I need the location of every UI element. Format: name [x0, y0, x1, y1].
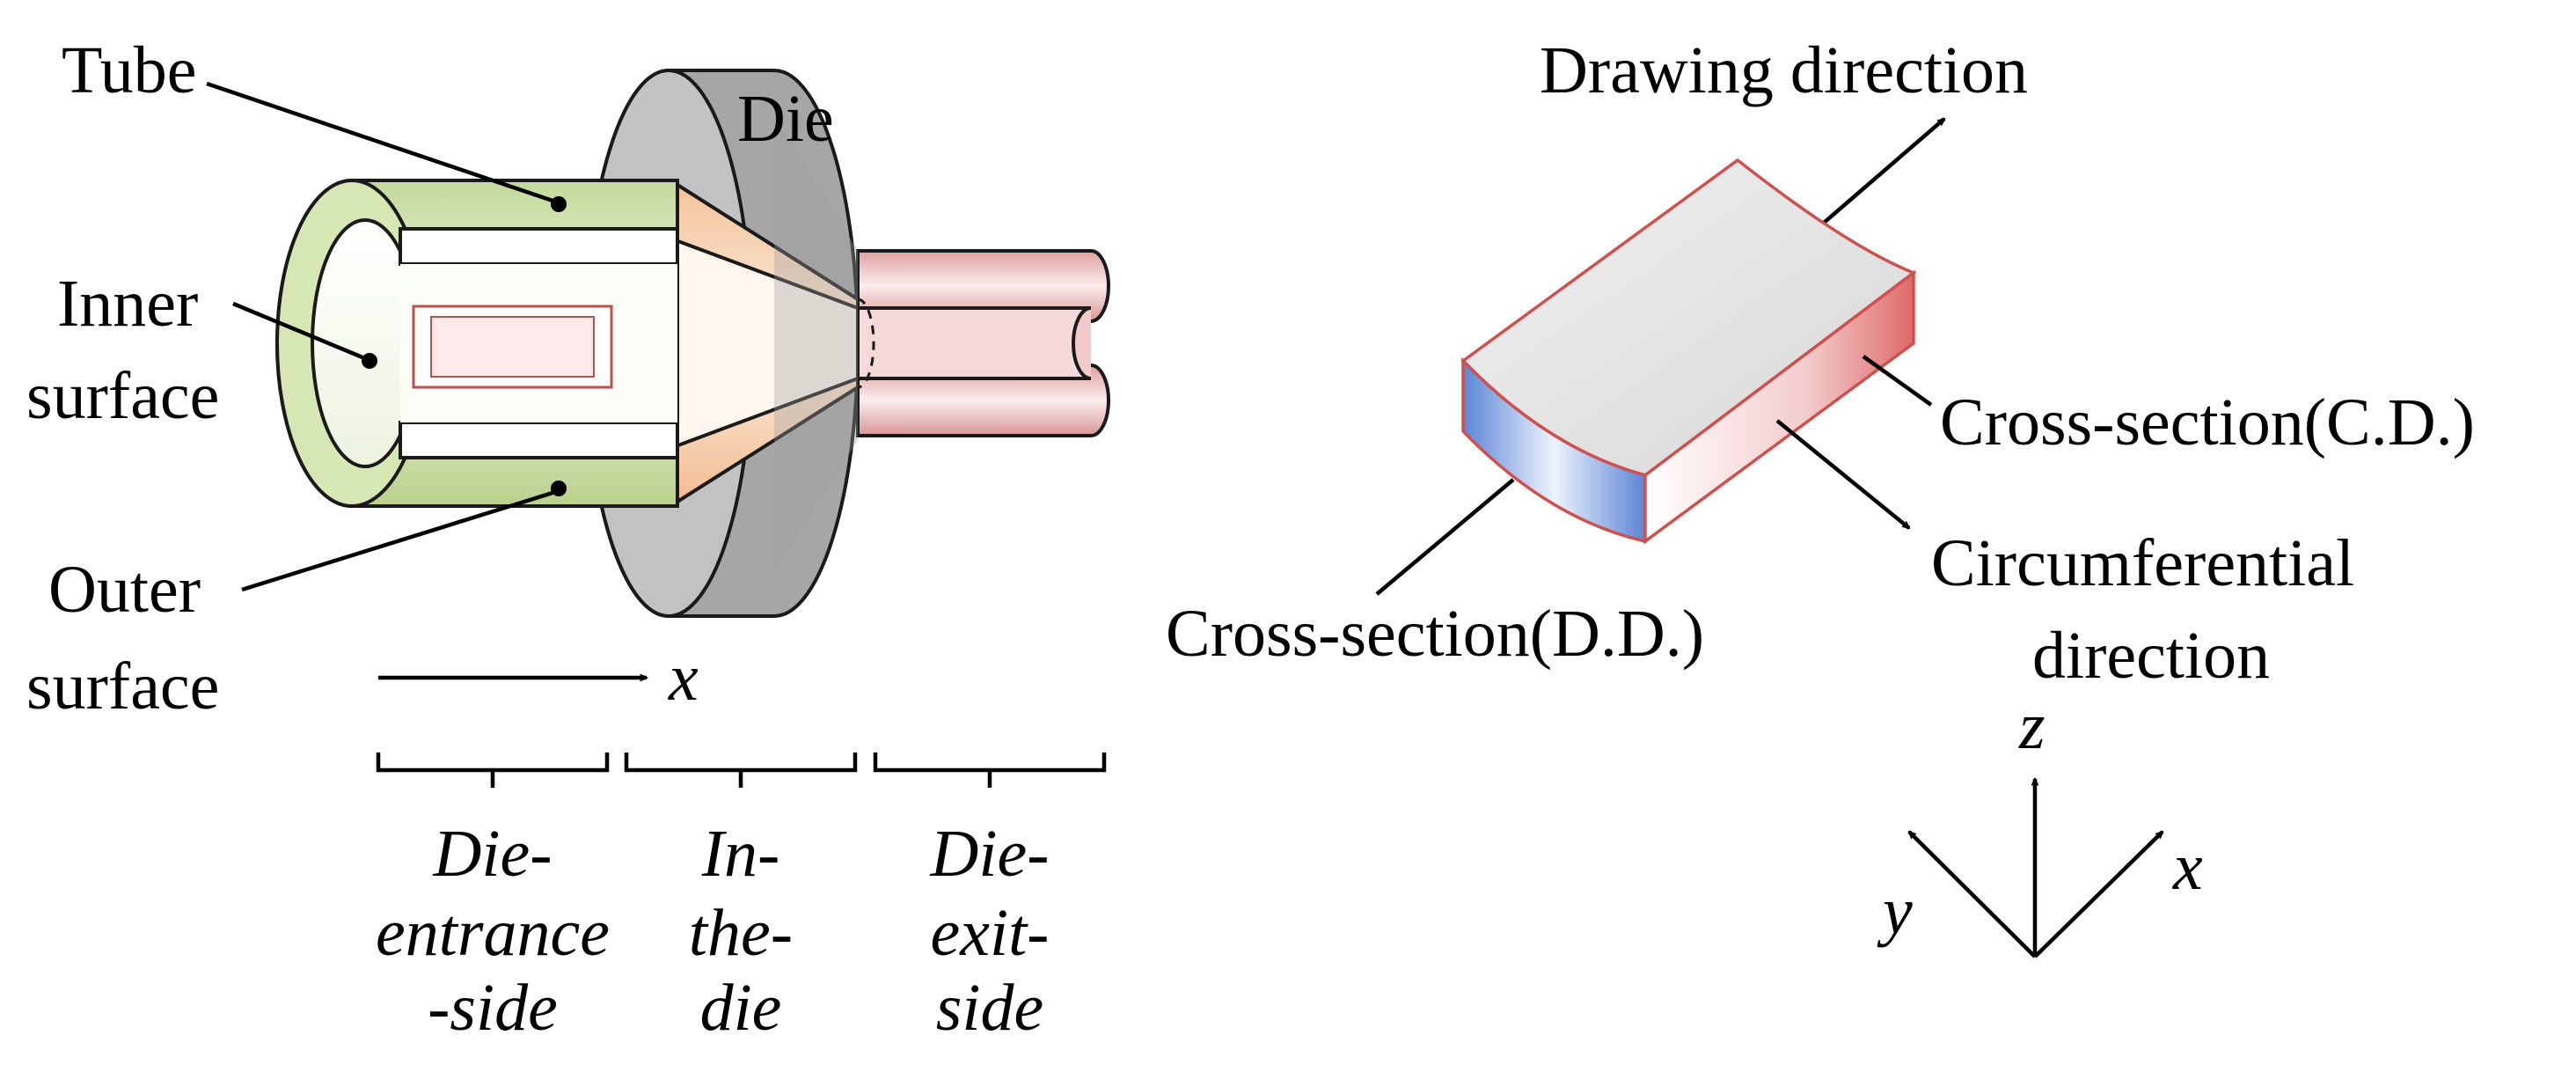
circumferential-arrow	[1775, 419, 1909, 530]
y-axis-arrow	[1909, 832, 2037, 958]
block-element-illustration: Drawing direction Cross-section(C.D.) Ci…	[1166, 33, 2475, 958]
region-entrance-line1: Die-	[432, 817, 552, 891]
region-in-die-label: In- the- die	[689, 817, 793, 1045]
dd-leader	[1375, 478, 1515, 596]
die-label: Die	[737, 82, 834, 156]
circumferential-label-line1: Circumferential	[1931, 526, 2354, 600]
region-exit-label: Die- exit- side	[929, 817, 1049, 1045]
cross-section-dd-label: Cross-section(D.D.)	[1166, 597, 1704, 671]
drawing-direction-arrow	[1815, 117, 1944, 231]
inner-label-line2: surface	[26, 359, 219, 433]
region-exit-line1: Die-	[929, 817, 1049, 891]
inner-surface-leader	[232, 301, 363, 360]
in-die-cone	[667, 114, 875, 572]
region-braces	[376, 753, 1107, 788]
inner-label-line1: Inner	[57, 267, 198, 341]
tube-label: Tube	[62, 33, 196, 107]
tube-leader	[206, 81, 553, 203]
x-axis-arrow	[2033, 832, 2163, 958]
region-exit-line2: exit-	[930, 896, 1049, 970]
entrance-side-tube	[275, 179, 679, 508]
region-entrance-line2: entrance	[376, 896, 610, 970]
outer-surface-leader	[241, 490, 553, 592]
y-axis-label: y	[1877, 874, 1913, 948]
cd-leader	[1862, 355, 1933, 407]
cross-section-cd-face	[1643, 269, 1915, 545]
x-axis-label-right: x	[2172, 830, 2203, 904]
outer-label-line2: surface	[26, 650, 219, 723]
region-in-die-line1: In-	[701, 817, 780, 891]
region-entrance-label: Die- entrance -side	[376, 817, 610, 1045]
region-in-die-line2: the-	[689, 896, 793, 970]
coordinate-axes: z y x	[1877, 689, 2203, 958]
circumferential-label-line2: direction	[2032, 619, 2270, 693]
x-axis-label: x	[668, 641, 699, 715]
exit-side-tube	[856, 249, 1110, 437]
cross-section-cd-label: Cross-section(C.D.)	[1940, 385, 2475, 459]
outer-label-line1: Outer	[48, 553, 201, 627]
region-entrance-line3: -side	[428, 971, 558, 1045]
region-exit-line3: side	[936, 971, 1043, 1045]
tube-die-illustration: x Tube Die Inner surface Outer surface D…	[26, 33, 1110, 1045]
drawing-direction-label: Drawing direction	[1540, 33, 2028, 107]
z-axis-label: z	[2018, 689, 2045, 763]
region-in-die-line3: die	[700, 971, 782, 1045]
